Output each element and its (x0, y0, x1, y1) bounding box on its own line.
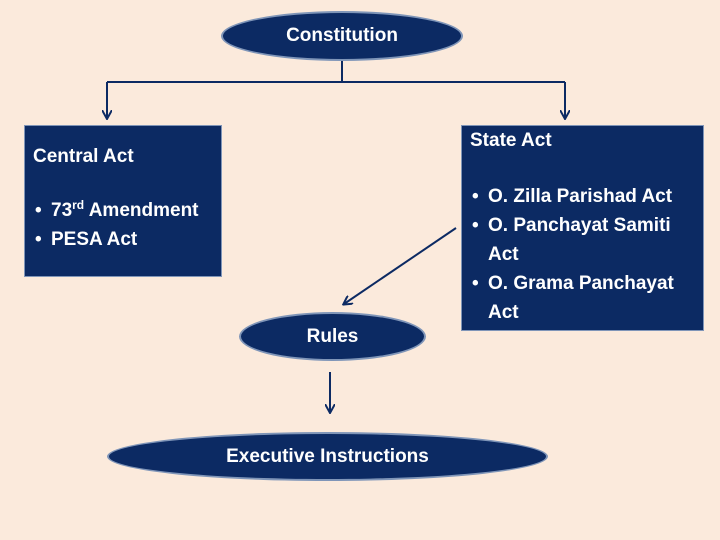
state-act-title: State Act (470, 130, 552, 151)
state-act-item-panchayat-samiti: O. Panchayat Samiti Act (470, 211, 697, 269)
rules-label: Rules (306, 325, 359, 347)
central-act-box: Central Act 73rd Amendment PESA Act (24, 125, 222, 277)
state-act-list: O. Zilla Parishad Act O. Panchayat Samit… (470, 182, 697, 327)
executive-instructions-label: Executive Instructions (226, 445, 429, 467)
central-act-item-pesa: PESA Act (33, 225, 221, 254)
rules-node: Rules (239, 312, 426, 361)
executive-instructions-node: Executive Instructions (107, 432, 548, 481)
state-act-box: State Act O. Zilla Parishad Act O. Panch… (461, 125, 704, 331)
central-act-title: Central Act (33, 146, 134, 167)
constitution-label: Constitution (286, 25, 398, 46)
state-act-item-grama-panchayat: O. Grama Panchayat Act (470, 269, 697, 327)
constitution-node: Constitution (221, 11, 463, 61)
central-act-list: 73rd Amendment PESA Act (33, 196, 221, 254)
central-act-item-amendment: 73rd Amendment (33, 196, 221, 225)
state-act-item-zilla-parishad: O. Zilla Parishad Act (470, 182, 697, 211)
arrow-to-rules (344, 227, 457, 304)
